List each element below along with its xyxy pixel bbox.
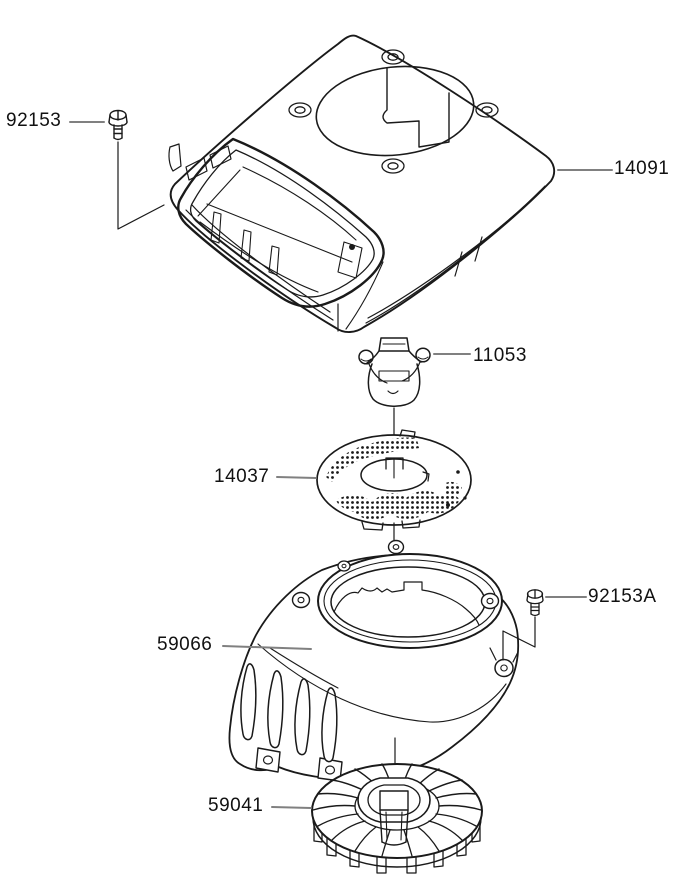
part-label-14091: 14091: [614, 158, 670, 179]
part-label-14037: 14037: [214, 466, 270, 487]
housing-59066-drawing: [228, 539, 520, 782]
bolt-92153a-drawing: [502, 589, 544, 661]
part-label-59041: 59041: [208, 795, 264, 816]
leader-lines: [69, 121, 613, 809]
fan-59041-drawing: [311, 763, 483, 874]
coupling-11053-drawing: [358, 337, 431, 407]
part-label-59066: 59066: [157, 634, 213, 655]
cover-14091-drawing: [168, 34, 556, 333]
part-label-92153: 92153: [6, 110, 62, 131]
cover-screw-bosses: [288, 49, 499, 174]
part-label-92153A: 92153A: [588, 586, 657, 607]
bolt-92153-drawing: [108, 109, 165, 230]
part-label-11053: 11053: [473, 345, 527, 366]
screen-14037-drawing: [316, 429, 472, 531]
cover-recessed-tray: [168, 137, 385, 308]
